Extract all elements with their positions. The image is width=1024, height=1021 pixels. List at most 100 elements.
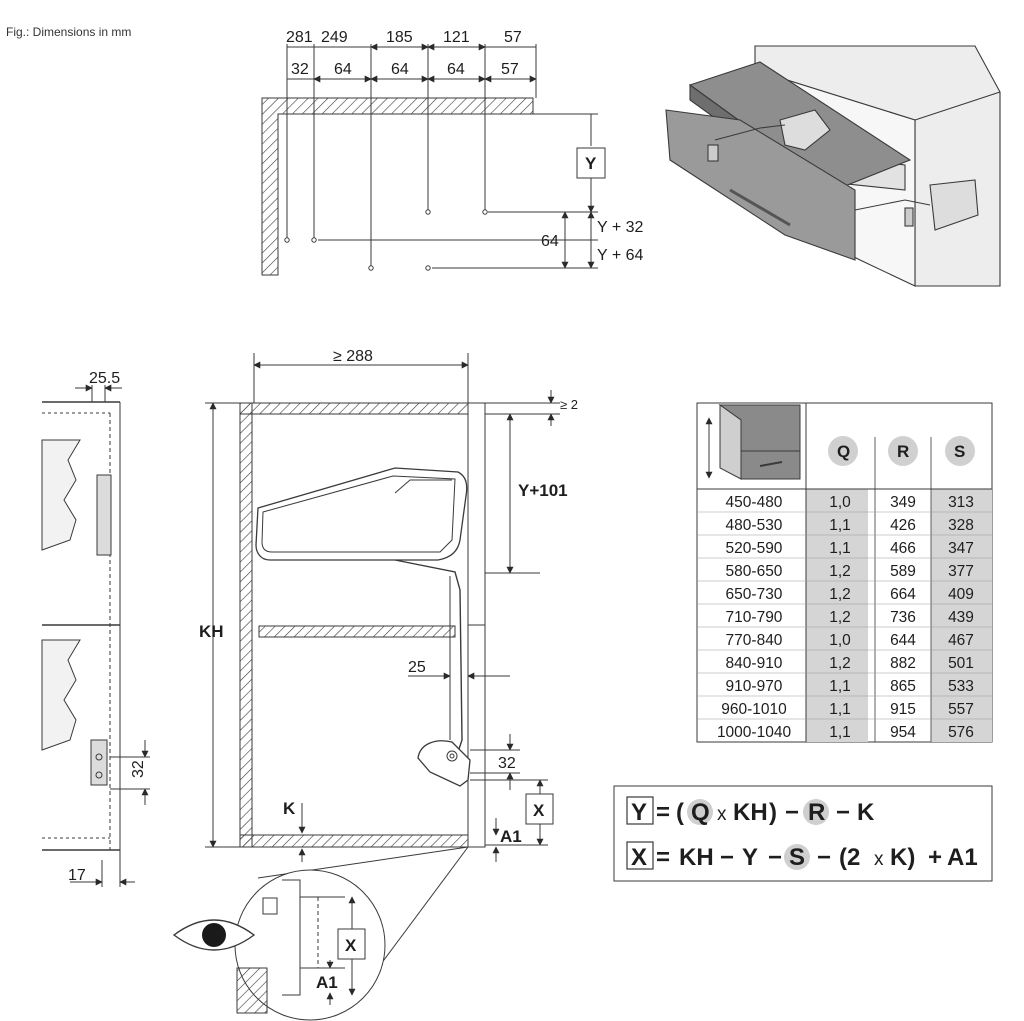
table-cell-s: 576 <box>948 724 974 741</box>
dim-64-label: 64 <box>541 233 559 250</box>
figure-caption: Fig.: Dimensions in mm <box>6 25 132 39</box>
table-cell-r: 664 <box>890 586 916 603</box>
formula1-q: Q <box>691 799 710 826</box>
detail-a1-label: A1 <box>316 973 338 992</box>
table-cell-r: 882 <box>890 655 916 672</box>
formula2-minus2: − <box>768 844 782 871</box>
detail-view <box>172 846 469 1021</box>
inner-dim-64-c: 64 <box>447 61 465 78</box>
formula1-kh: KH <box>733 799 768 826</box>
side-view-labels: 25.5 32 17 <box>68 370 147 884</box>
detail-view-labels: X A1 <box>316 936 357 992</box>
table-cell-kh: 840-910 <box>726 655 783 672</box>
table-cell-kh: 580-650 <box>726 563 783 580</box>
table-cell-r: 954 <box>890 724 916 741</box>
header-q-circle <box>828 436 858 466</box>
formula2-s: S <box>789 844 805 871</box>
inner-dim-64-b: 64 <box>391 61 409 78</box>
detail-x-label: X <box>345 936 357 955</box>
formula2-a1: A1 <box>947 844 978 871</box>
table-cell-s: 347 <box>948 540 974 557</box>
front-section-diagram <box>205 353 560 862</box>
formula2-kh: KH <box>679 844 714 871</box>
x-box-label: X <box>533 801 545 820</box>
inner-dim-57: 57 <box>501 61 519 78</box>
table-cell-r: 644 <box>890 632 916 649</box>
header-s: S <box>954 442 965 461</box>
formula2-x: X <box>631 844 647 871</box>
formula1-eq: = <box>656 799 670 826</box>
side-dim-32: 32 <box>130 760 147 778</box>
header-r-circle <box>888 436 918 466</box>
formula1-close: ) <box>769 799 777 826</box>
outer-dim-249: 249 <box>321 29 348 46</box>
top-drilling-diagram <box>261 43 606 276</box>
formula-box: Y = ( Q x KH ) − R − K X = KH − Y − S − … <box>613 785 993 882</box>
formula2-minus3: − <box>817 844 831 871</box>
table-cell-q: 1,1 <box>829 678 851 695</box>
outer-dim-57: 57 <box>504 29 522 46</box>
formula2-y: Y <box>742 844 758 871</box>
table-cell-q: 1,0 <box>829 632 851 649</box>
outer-dim-185: 185 <box>386 29 413 46</box>
eye-pupil <box>202 923 226 947</box>
a1-label: A1 <box>500 827 522 846</box>
table-cell-r: 426 <box>890 517 916 534</box>
table-cell-r: 466 <box>890 540 916 557</box>
table-cell-q: 1,2 <box>829 563 851 580</box>
table-cell-s: 328 <box>948 517 974 534</box>
table-cell-q: 1,1 <box>829 517 851 534</box>
y-box-label: Y <box>585 154 597 173</box>
dim-25-label: 25 <box>408 659 426 676</box>
table-cell-kh: 650-730 <box>726 586 783 603</box>
formula2-minus1: − <box>720 844 734 871</box>
header-r: R <box>897 442 909 461</box>
table-cell-kh: 480-530 <box>726 517 783 534</box>
table-cell-q: 1,1 <box>829 540 851 557</box>
table-cell-s: 557 <box>948 701 974 718</box>
table-cell-s: 409 <box>948 586 974 603</box>
y-plus-32-label: Y + 32 <box>597 219 644 236</box>
table-cell-s: 377 <box>948 563 974 580</box>
formula2-plus: + <box>928 844 942 871</box>
formula1-r: R <box>808 799 825 826</box>
side-dim-17: 17 <box>68 867 86 884</box>
formula1-minus1: − <box>785 799 799 826</box>
s-column-shade <box>931 489 992 742</box>
cabinet-thumbnail-icon <box>705 404 801 480</box>
table-cell-r: 736 <box>890 609 916 626</box>
formula1-times: x <box>717 804 727 825</box>
formula2-k: K) <box>890 844 915 871</box>
y-plus-64-label: Y + 64 <box>597 247 644 264</box>
table-cell-kh: 910-970 <box>726 678 783 695</box>
table-cell-q: 1,2 <box>829 655 851 672</box>
formula2-times: x <box>874 849 884 870</box>
table-cell-kh: 1000-1040 <box>717 724 792 741</box>
dim-32-label: 32 <box>498 755 516 772</box>
table-cell-s: 533 <box>948 678 974 695</box>
header-q: Q <box>837 442 850 461</box>
table-cell-q: 1,0 <box>829 494 851 511</box>
table-cell-kh: 770-840 <box>726 632 783 649</box>
formula2-open: (2 <box>839 844 860 871</box>
outer-dim-281: 281 <box>286 29 313 46</box>
table-cell-q: 1,1 <box>829 701 851 718</box>
table-cell-s: 313 <box>948 494 974 511</box>
table-cell-q: 1,1 <box>829 724 851 741</box>
table-cell-q: 1,2 <box>829 609 851 626</box>
top-diagram-labels: 281 249 185 121 57 32 64 64 64 57 Y Y + … <box>286 29 644 264</box>
table-cell-r: 865 <box>890 678 916 695</box>
formula1-minus2: − <box>836 799 850 826</box>
side-dim-25-5: 25.5 <box>89 370 120 387</box>
table-cell-r: 349 <box>890 494 916 511</box>
table-cell-s: 467 <box>948 632 974 649</box>
side-view-diagram <box>41 384 150 887</box>
table-cell-kh: 520-590 <box>726 540 783 557</box>
cabinet-3d-illustration <box>665 45 1001 287</box>
width-min-288-label: ≥ 288 <box>333 348 373 365</box>
table-cell-kh: 960-1010 <box>721 701 787 718</box>
inner-dim-64-a: 64 <box>334 61 352 78</box>
inner-dim-32: 32 <box>291 61 309 78</box>
